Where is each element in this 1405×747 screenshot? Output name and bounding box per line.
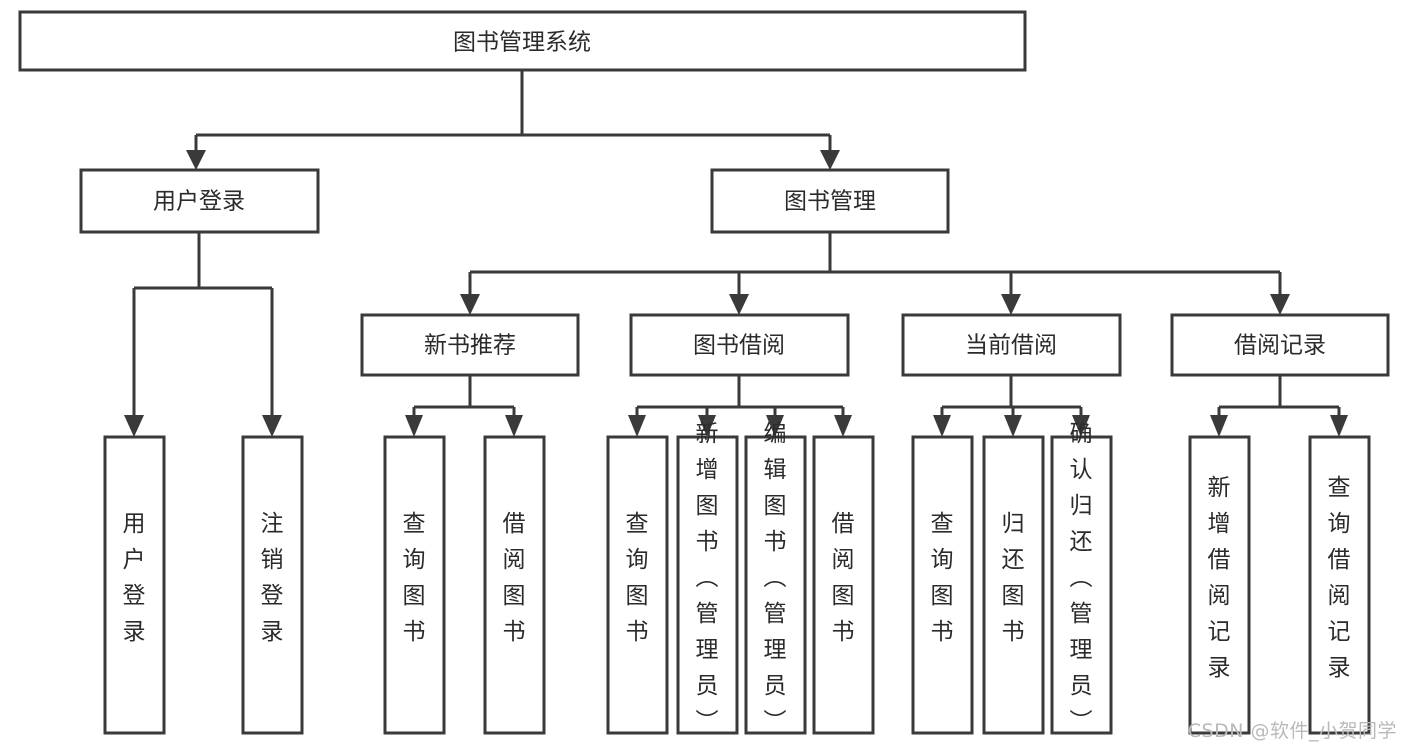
node-leaf-return-book-label: 归还图书 (1002, 511, 1025, 645)
node-borrow-record-label: 借阅记录 (1234, 333, 1326, 359)
node-leaf-query-book-2-box[interactable] (606, 435, 669, 735)
node-leaf-query-borrow-record[interactable]: 查询借阅记录 (1308, 435, 1371, 735)
connector-layer (124, 70, 1348, 437)
node-leaf-add-borrow-record[interactable]: 新增借阅记录 (1188, 435, 1251, 735)
csdn-watermark: CSDN @软件_小贺同学 (1187, 720, 1397, 742)
node-user-login-label: 用户登录 (153, 189, 245, 215)
arrow-bb-child-2 (698, 415, 716, 437)
arrow-to-logout (262, 415, 282, 437)
node-leaf-logout[interactable]: 注销登录 (241, 435, 304, 735)
arrow-to-current-borrow (1001, 294, 1021, 315)
node-leaf-login-box[interactable] (103, 435, 166, 735)
node-leaf-edit-book-admin[interactable]: 编辑图书︵管理员︶ (744, 421, 807, 735)
node-leaf-add-book-admin-label: 新增图书︵管理员︶ (696, 421, 719, 735)
node-leaf-query-book-2-label: 查询图书 (626, 511, 649, 645)
arrow-bb-child-3 (766, 415, 784, 437)
node-leaf-query-book-1[interactable]: 查询图书 (383, 435, 446, 735)
arrow-newbook-child-2 (505, 415, 523, 437)
node-leaf-edit-book-admin-label: 编辑图书︵管理员︶ (764, 421, 787, 735)
node-book-borrow-label: 图书借阅 (693, 333, 785, 359)
node-book-management[interactable]: 图书管理 (710, 168, 950, 234)
node-leaf-return-book[interactable]: 归还图书 (982, 435, 1045, 735)
node-leaf-query-book-2[interactable]: 查询图书 (606, 435, 669, 735)
arrow-to-borrow-record (1270, 294, 1290, 315)
node-leaf-borrow-book-2-box[interactable] (812, 435, 875, 735)
arrow-to-new-book-rec (460, 294, 480, 315)
node-current-borrow-box[interactable] (901, 313, 1122, 377)
node-new-book-recommend-label: 新书推荐 (424, 333, 516, 359)
node-leaf-return-book-box[interactable] (982, 435, 1045, 735)
node-leaf-edit-book-admin-box[interactable] (744, 435, 807, 735)
node-borrow-record-box[interactable] (1170, 313, 1390, 377)
node-current-borrow[interactable]: 当前借阅 (901, 313, 1122, 377)
node-current-borrow-label: 当前借阅 (965, 333, 1057, 359)
node-leaf-confirm-return-admin[interactable]: 确认归还︵管理员︶ (1050, 421, 1113, 735)
node-user-login[interactable]: 用户登录 (79, 168, 320, 234)
node-leaf-query-borrow-record-box[interactable] (1308, 435, 1371, 735)
arrow-cb-child-1 (933, 415, 951, 437)
node-leaf-logout-box[interactable] (241, 435, 304, 735)
node-root-box[interactable] (18, 10, 1027, 72)
node-leaf-borrow-book-2-label: 借阅图书 (832, 511, 855, 645)
node-leaf-query-book-3[interactable]: 查询图书 (911, 435, 974, 735)
node-leaf-borrow-book-1-label: 借阅图书 (503, 511, 526, 645)
node-leaf-confirm-return-admin-label: 确认归还︵管理员︶ (1070, 421, 1093, 735)
node-leaf-add-borrow-record-label: 新增借阅记录 (1208, 475, 1231, 681)
node-leaf-logout-label: 注销登录 (261, 511, 284, 645)
node-leaf-query-book-1-box[interactable] (383, 435, 446, 735)
node-leaf-login[interactable]: 用户登录 (103, 435, 166, 735)
arrow-to-book-borrow (729, 294, 749, 315)
node-user-login-box[interactable] (79, 168, 320, 234)
node-leaf-add-borrow-record-box[interactable] (1188, 435, 1251, 735)
arrow-bb-child-1 (628, 415, 646, 437)
arrow-br-child-1 (1210, 415, 1228, 437)
node-leaf-confirm-return-admin-box[interactable] (1050, 435, 1113, 735)
node-book-borrow-box[interactable] (629, 313, 850, 377)
node-leaf-query-book-3-label: 查询图书 (931, 511, 954, 645)
arrow-bb-child-4 (834, 415, 852, 437)
arrow-to-user-login (186, 150, 206, 170)
arrow-br-child-2 (1330, 415, 1348, 437)
node-new-book-recommend-box[interactable] (360, 313, 580, 377)
arrow-newbook-child-1 (405, 415, 423, 437)
node-leaf-query-book-1-label: 查询图书 (403, 511, 426, 645)
arrow-cb-child-2 (1004, 415, 1022, 437)
node-leaf-query-book-3-box[interactable] (911, 435, 974, 735)
node-leaf-query-borrow-record-label: 查询借阅记录 (1328, 475, 1351, 681)
node-new-book-recommend[interactable]: 新书推荐 (360, 313, 580, 377)
node-book-management-box[interactable] (710, 168, 950, 234)
node-leaf-borrow-book-1-box[interactable] (483, 435, 546, 735)
node-book-management-label: 图书管理 (784, 189, 876, 215)
arrow-to-login (124, 415, 144, 437)
node-leaf-add-book-admin[interactable]: 新增图书︵管理员︶ (676, 421, 739, 735)
arrow-to-book-mgmt (820, 150, 840, 170)
node-root-label: 图书管理系统 (453, 30, 591, 56)
leaf-nodes-layer: 用户登录 注销登录 查询图书 借阅图书 查询图书 新增图书︵管理员︶ 编辑图书︵… (103, 421, 1371, 735)
node-borrow-record[interactable]: 借阅记录 (1170, 313, 1390, 377)
node-leaf-add-book-admin-box[interactable] (676, 435, 739, 735)
node-book-borrow[interactable]: 图书借阅 (629, 313, 850, 377)
arrow-cb-child-3 (1072, 415, 1090, 437)
node-root[interactable]: 图书管理系统 (18, 10, 1027, 72)
node-leaf-borrow-book-2[interactable]: 借阅图书 (812, 435, 875, 735)
node-leaf-login-label: 用户登录 (123, 511, 146, 645)
node-leaf-borrow-book-1[interactable]: 借阅图书 (483, 435, 546, 735)
